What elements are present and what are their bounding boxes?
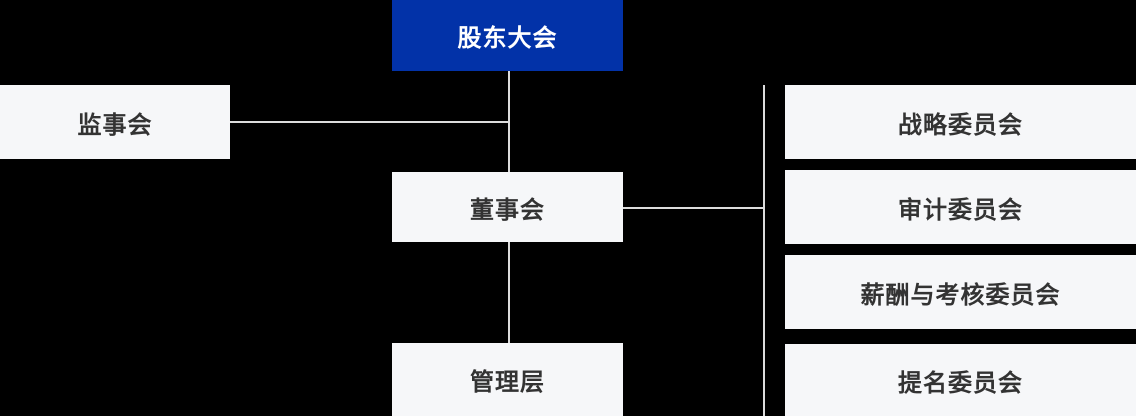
- node-shareholders-meeting: 股东大会: [392, 0, 623, 71]
- node-board-of-directors: 董事会: [392, 172, 623, 242]
- node-management: 管理层: [392, 343, 623, 416]
- board-to-management-connector: [508, 242, 510, 343]
- supervisory-to-spine-connector: [230, 121, 510, 123]
- node-audit-committee: 审计委员会: [785, 170, 1136, 244]
- board-to-committees-connector: [623, 207, 765, 209]
- committees-spine-connector: [763, 85, 765, 416]
- node-remuneration-assessment-committee: 薪酬与考核委员会: [785, 255, 1136, 329]
- node-supervisory-board: 监事会: [0, 85, 230, 159]
- node-nomination-committee: 提名委员会: [785, 344, 1136, 416]
- node-strategy-committee: 战略委员会: [785, 85, 1136, 159]
